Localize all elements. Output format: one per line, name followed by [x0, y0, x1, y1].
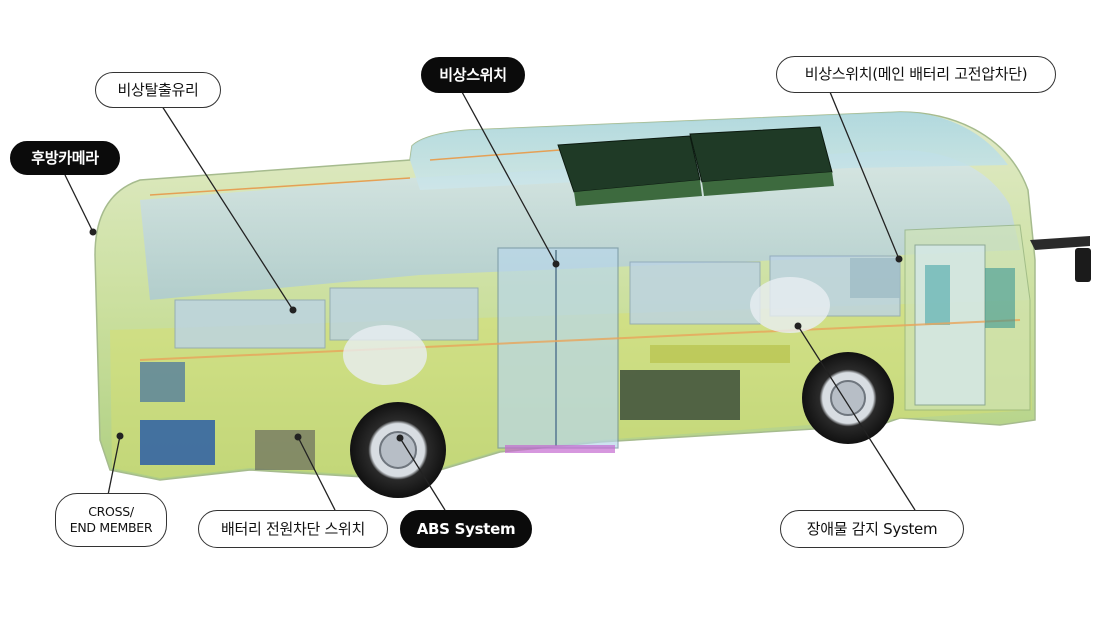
leader-dots — [89, 228, 903, 442]
label-cross-end-member-line2: END MEMBER — [69, 520, 153, 535]
label-emergency-switch-main-battery: 비상스위치(메인 배터리 고전압차단) — [776, 56, 1056, 93]
label-abs-system: ABS System — [400, 510, 532, 548]
roof-battery-packs — [557, 126, 834, 206]
label-emergency-switch: 비상스위치 — [421, 57, 525, 93]
bus-body — [94, 111, 1091, 481]
label-cross-end-member: CROSS/ END MEMBER — [55, 493, 167, 547]
label-rear-camera: 후방카메라 — [10, 141, 120, 175]
rear-wheel — [350, 402, 446, 498]
leader-lines — [64, 91, 916, 511]
label-battery-cutoff-switch: 배터리 전원차단 스위치 — [198, 510, 388, 548]
front-wheel — [802, 352, 894, 444]
label-obstacle-detection-system: 장애물 감지 System — [780, 510, 964, 548]
label-emergency-glass: 비상탈출유리 — [95, 72, 221, 108]
label-cross-end-member-line1: CROSS/ — [88, 504, 134, 519]
